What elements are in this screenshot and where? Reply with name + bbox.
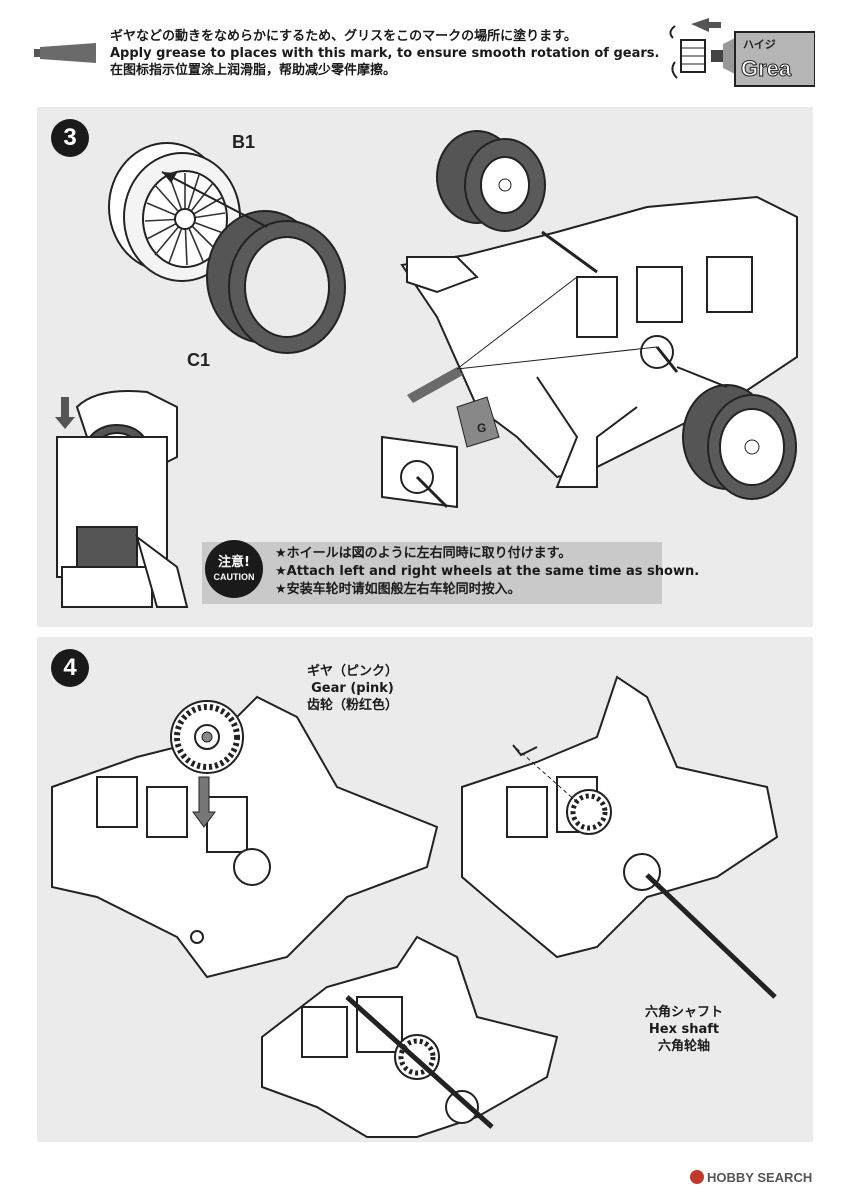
- tire-c1-drawing: [206, 210, 346, 354]
- caution-badge: 注意! CAUTION: [205, 540, 263, 598]
- caution-line-cn: ★安装车轮时请如图般左右车轮同时按入。: [275, 582, 521, 597]
- gauge-g-label: G: [477, 421, 486, 435]
- gear-label-en: Gear (pink): [311, 681, 394, 696]
- caution-banner: [202, 542, 662, 604]
- grease-tube-illustration: ハイジ Grea: [669, 18, 815, 87]
- step-4-illustration: [51, 675, 779, 1138]
- gauge-g-drawing: G: [381, 396, 500, 509]
- caution-badge-jp: 注意!: [218, 555, 250, 570]
- hex-shaft-label: 六角シャフト Hex shaft 六角轮轴: [645, 1004, 723, 1055]
- gear-icon: [680, 39, 706, 73]
- shaft-label-jp: 六角シャフト: [645, 1005, 724, 1020]
- right-chassis-drawing: [461, 675, 779, 959]
- hand-assembly-drawing: [56, 390, 189, 608]
- tube-label-jp: ハイジ: [743, 38, 776, 51]
- header-line-jp: ギヤなどの動きをなめらかにするため、グリスをこのマークの場所に塗ります。: [110, 29, 577, 44]
- left-chassis-drawing: [51, 695, 439, 979]
- grease-instruction-text: ギヤなどの動きをなめらかにするため、グリスをこのマークの場所に塗ります。 App…: [110, 28, 659, 79]
- caution-line-en: ★Attach left and right wheels at the sam…: [275, 564, 700, 579]
- watermark-text: HOBBY SEARCH: [707, 1170, 813, 1185]
- step-4-number: 4: [51, 649, 89, 687]
- tube-label-en: Grea: [741, 56, 792, 81]
- gear-label-cn: 齿轮（粉红色）: [307, 698, 399, 713]
- pink-gear-drawing: [170, 700, 244, 774]
- header-line-en: Apply grease to places with this mark, t…: [110, 46, 660, 61]
- hobby-search-logo-icon: [690, 1170, 704, 1184]
- label-c1: C1: [187, 350, 211, 370]
- gear-pink-label: ギヤ（ピンク） Gear (pink) 齿轮（粉红色）: [307, 663, 398, 714]
- shaft-label-en: Hex shaft: [648, 1022, 720, 1037]
- caution-line-jp: ★ホイールは図のように左右同時に取り付けます。: [275, 546, 572, 561]
- step-4-panel: 4: [37, 637, 813, 1142]
- header-line-cn: 在图标指示位置涂上润滑脂，帮助减少零件摩擦。: [110, 63, 397, 78]
- step-3-panel: 3: [37, 107, 813, 627]
- step-3-number: 3: [51, 119, 89, 157]
- label-b1: B1: [232, 132, 256, 152]
- caution-text: ★ホイールは図のように左右同時に取り付けます。 ★Attach left and…: [275, 545, 699, 599]
- bottom-chassis-drawing: [261, 935, 559, 1138]
- shaft-label-cn: 六角轮轴: [658, 1039, 711, 1054]
- hobby-search-watermark: HOBBY SEARCH: [690, 1170, 812, 1185]
- grease-mark-icon: [34, 43, 96, 63]
- caution-badge-en: CAUTION: [213, 572, 255, 582]
- gear-label-jp: ギヤ（ピンク）: [307, 664, 399, 679]
- lower-wheel-drawing: [682, 384, 797, 500]
- step-3-illustration: G: [55, 130, 798, 608]
- grease-instruction-header: ギヤなどの動きをなめらかにするため、グリスをこのマークの場所に塗ります。 App…: [0, 0, 846, 100]
- upper-wheel-drawing: [436, 130, 546, 232]
